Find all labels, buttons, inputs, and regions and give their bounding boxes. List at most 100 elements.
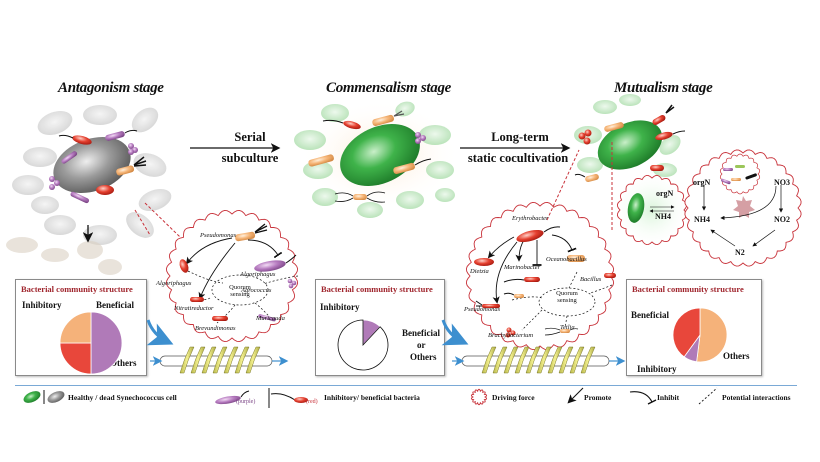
pie-slice-inhibitory (90, 311, 123, 375)
interaction-arrows (487, 234, 577, 304)
mutualism-interaction-network (465, 140, 616, 351)
flow-spring-1 (150, 346, 289, 374)
gear-star-icon (733, 196, 755, 218)
taxon-algoriphagus-left: Algoriphagus (156, 280, 192, 287)
community-box-antagonism: Bacterial community structure Inhibitory… (15, 279, 147, 376)
transition2-label-line2: static cocultivation (467, 151, 569, 165)
orgn-node: orgN (693, 178, 711, 187)
taxon-brachybacterium: Brachybacterium (488, 332, 534, 339)
no3-node: NO3 (774, 178, 790, 187)
n2-node: N2 (735, 248, 745, 257)
pie-label-beneficial: Beneficial (96, 300, 134, 310)
pie-slice-others (696, 307, 728, 363)
pie-label-others: Others (410, 352, 437, 362)
transition-label-line2: subculture (221, 151, 279, 165)
community-box-commensalism: Bacterial community structure Inhibitory… (315, 279, 445, 376)
pie-chart-commensalism (337, 319, 389, 371)
legend-cells-label: Healthy / dead Synechococcus cell (68, 393, 177, 402)
spring-coil (201, 346, 217, 374)
spring-coil (234, 346, 250, 374)
nitrogen-cycle-circle (684, 149, 802, 267)
spring-coil (179, 346, 195, 374)
taxon-erythrobacter: Erythrobacter (512, 215, 549, 222)
community-box-title: Bacterial community structure (632, 284, 744, 294)
promote-arrow-icon (567, 387, 584, 404)
spring-coil (481, 346, 497, 374)
legend-red-label: (red) (306, 399, 318, 405)
spring-coil (492, 346, 508, 374)
interaction-arrows (185, 237, 283, 300)
taxon-algoriphagus-right: Algoriphagus (240, 271, 276, 278)
legend-bacteria-icon (215, 388, 308, 408)
taxon-pseudomonas: Pseudomonas (200, 232, 237, 239)
pie-label-beneficial: Beneficial (631, 310, 669, 320)
serial-subculture-label: Serial (200, 130, 300, 145)
no2-node: NO2 (774, 215, 790, 224)
spring-coil (212, 346, 228, 374)
driving-force-boundary (465, 201, 615, 351)
legend-promote-label: Promote (584, 393, 612, 402)
flow-spring-2 (452, 346, 626, 374)
commensalism-scene (294, 100, 460, 218)
pie-chart-antagonism (59, 311, 123, 375)
spring-coil (223, 346, 239, 374)
serial-subculture-label-2: subculture (200, 151, 300, 166)
inner-driving-force-boundary (719, 153, 761, 195)
inner-bacteria (721, 165, 757, 185)
pie-label-others: Others (110, 358, 137, 368)
mutualism-stage-title: Mutualism stage (614, 80, 713, 96)
inhibit-arrow-icon (629, 391, 657, 405)
antagonism-interaction-network (165, 209, 299, 343)
taxon-brevundimonas: Brevundimonas (195, 325, 236, 332)
spring-coil (514, 346, 530, 374)
potential-interaction-icon (698, 387, 718, 405)
network-bacteria (179, 223, 297, 322)
driving-force-boundary (616, 174, 688, 246)
taxon-marinobacter: Marinobacter (504, 264, 541, 271)
long-term-arrow (460, 143, 571, 153)
spring-coil (245, 346, 261, 374)
taxon-agrococcus: Agrococcus (241, 287, 272, 294)
pie-slice-others (59, 311, 92, 344)
pie-label-or: or (417, 340, 426, 350)
dead-synechococcus-cell (53, 136, 131, 194)
nh4-node: NH4 (694, 215, 710, 224)
transition2-label-line1: Long-term (491, 130, 549, 144)
pie-label-inhibitory: Inhibitory (637, 364, 677, 374)
long-term-label: Long-term (455, 130, 585, 145)
commensalism-stage-title: Commensalism stage (326, 80, 452, 96)
pie-slice-beneficial-or-others (337, 319, 389, 371)
zoom-callout-lines (546, 140, 613, 230)
network-bacteria (474, 226, 616, 338)
taxon-bacillus: Bacillus (580, 276, 602, 283)
legend-driving-force-label: Driving force (492, 393, 535, 402)
antagonism-bacteria (49, 129, 147, 204)
dead-cell-debris (6, 237, 122, 275)
taxon-muricauda: Muricauda (256, 315, 285, 322)
pie-chart-mutualism (672, 307, 728, 363)
community-box-title: Bacterial community structure (321, 284, 433, 294)
antagonism-stage-title: Antagonism stage (58, 80, 164, 96)
legend-purple-label: (purple) (236, 399, 256, 405)
spring-coil (569, 346, 585, 374)
pie-label-inhibitory: Inhibitory (22, 300, 62, 310)
exchange-orgn-label: orgN (656, 189, 674, 198)
spring-coil (536, 346, 552, 374)
transition-label-line1: Serial (234, 130, 266, 144)
taxon-dietzia: Dietzia (470, 268, 489, 275)
mutualism-bacteria (574, 104, 686, 183)
quorum-sensing-label: Quorum sensing (229, 284, 251, 298)
potential-interaction-lines (511, 271, 613, 331)
spring-coil (525, 346, 541, 374)
commensalism-bacteria (308, 110, 432, 203)
spring-coil (580, 346, 596, 374)
taxon-oceanobacillus: Oceanobacillus (546, 256, 587, 263)
nitrogen-exchange-circle (614, 172, 690, 248)
legend-divider (15, 385, 797, 386)
pie-slice-beneficial (672, 307, 701, 358)
spring-coil (558, 346, 574, 374)
healthy-synechococcus-cell (597, 120, 663, 170)
legend-bacteria-label: Inhibitory/ beneficial bacteria (324, 393, 420, 402)
static-cocultivation-label: static cocultivation (448, 151, 588, 166)
